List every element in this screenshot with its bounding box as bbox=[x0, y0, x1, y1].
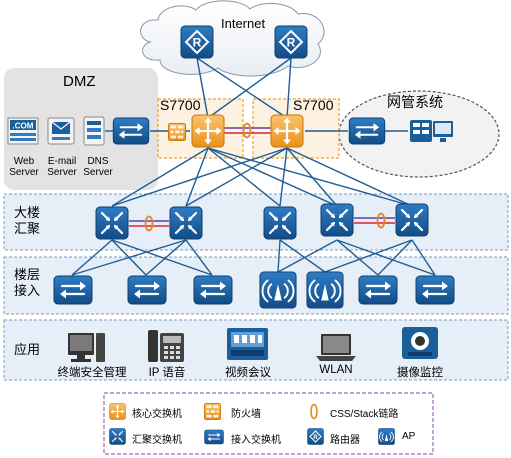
legend-firewall-label: 防火墙 bbox=[231, 409, 261, 420]
network-links bbox=[71, 57, 436, 276]
dns-server-icon bbox=[83, 116, 105, 146]
css-link-agg-left bbox=[129, 215, 169, 232]
core-switch-icon bbox=[270, 114, 304, 148]
access-switch-icon bbox=[127, 275, 167, 305]
css-link-agg-right bbox=[354, 212, 395, 229]
access-switch-icon bbox=[358, 275, 398, 305]
router-icon bbox=[274, 25, 308, 59]
ap-icon bbox=[306, 271, 344, 309]
web-server-badge: .COM bbox=[13, 122, 34, 131]
nms-server-icon bbox=[410, 120, 453, 142]
router-icon bbox=[180, 25, 214, 59]
camera-icon bbox=[402, 327, 438, 359]
legend-router-label: 路由器 bbox=[330, 435, 360, 446]
app-caption-camera: 摄像监控 bbox=[397, 367, 443, 379]
access-switch-icon bbox=[415, 275, 455, 305]
legend-box bbox=[103, 392, 434, 455]
tier-label-floor: 楼层接入 bbox=[14, 267, 41, 298]
aggregation-switch-icon bbox=[263, 206, 297, 240]
aggregation-switch-icon bbox=[95, 206, 129, 240]
access-switch-icon bbox=[193, 275, 233, 305]
css-link-core bbox=[224, 122, 271, 139]
legend-aggregation-switch-label: 汇聚交换机 bbox=[132, 435, 182, 446]
app-caption-voice: IP 语音 bbox=[148, 367, 186, 379]
app-caption-video: 视频会议 bbox=[225, 367, 271, 379]
legend-ap-icon bbox=[378, 428, 395, 445]
web-server-icon: .COM bbox=[7, 117, 39, 145]
legend-ap-label: AP bbox=[402, 431, 416, 442]
legend-core-switch-label: 核心交换机 bbox=[132, 409, 182, 420]
legend-css-link-icon bbox=[310, 403, 318, 420]
access-switch-icon bbox=[53, 275, 93, 305]
laptop-icon bbox=[316, 334, 356, 361]
internet-label: Internet bbox=[221, 16, 266, 31]
core-switch-icon bbox=[191, 114, 225, 148]
video-conference-icon bbox=[227, 328, 268, 360]
app-caption-wlan: WLAN bbox=[319, 364, 353, 376]
aggregation-switch-icon bbox=[395, 203, 429, 237]
core-right-label: S7700 bbox=[293, 97, 334, 113]
legend-access-switch-label: 接入交换机 bbox=[231, 435, 281, 446]
access-switch-icon bbox=[348, 117, 386, 145]
firewall-icon bbox=[168, 123, 186, 141]
tier-label-building: 大楼汇聚 bbox=[14, 205, 41, 236]
tier-label-app: 应用 bbox=[14, 342, 41, 357]
tier-band-building bbox=[3, 193, 509, 251]
legend-core-switch-icon bbox=[109, 403, 126, 420]
nms-label: 网管系统 bbox=[387, 94, 443, 110]
legend-css-link-label: CSS/Stack链路 bbox=[330, 409, 399, 420]
dmz-label: DMZ bbox=[63, 73, 96, 90]
core-left-label: S7700 bbox=[160, 97, 201, 113]
aggregation-switch-icon bbox=[169, 206, 203, 240]
ip-phone-icon bbox=[148, 330, 184, 362]
legend-router-icon bbox=[307, 428, 324, 445]
terminal-pc-icon bbox=[68, 333, 105, 362]
app-caption-terminal: 终端安全管理 bbox=[57, 367, 127, 379]
ap-icon bbox=[259, 271, 297, 309]
access-switch-icon bbox=[112, 117, 150, 145]
legend-aggregation-switch-icon bbox=[109, 428, 126, 445]
legend-access-switch-icon bbox=[204, 429, 224, 445]
legend-firewall-icon bbox=[204, 403, 221, 420]
dmz-zone bbox=[4, 68, 158, 190]
email-server-icon bbox=[47, 117, 75, 145]
aggregation-switch-icon bbox=[320, 203, 354, 237]
